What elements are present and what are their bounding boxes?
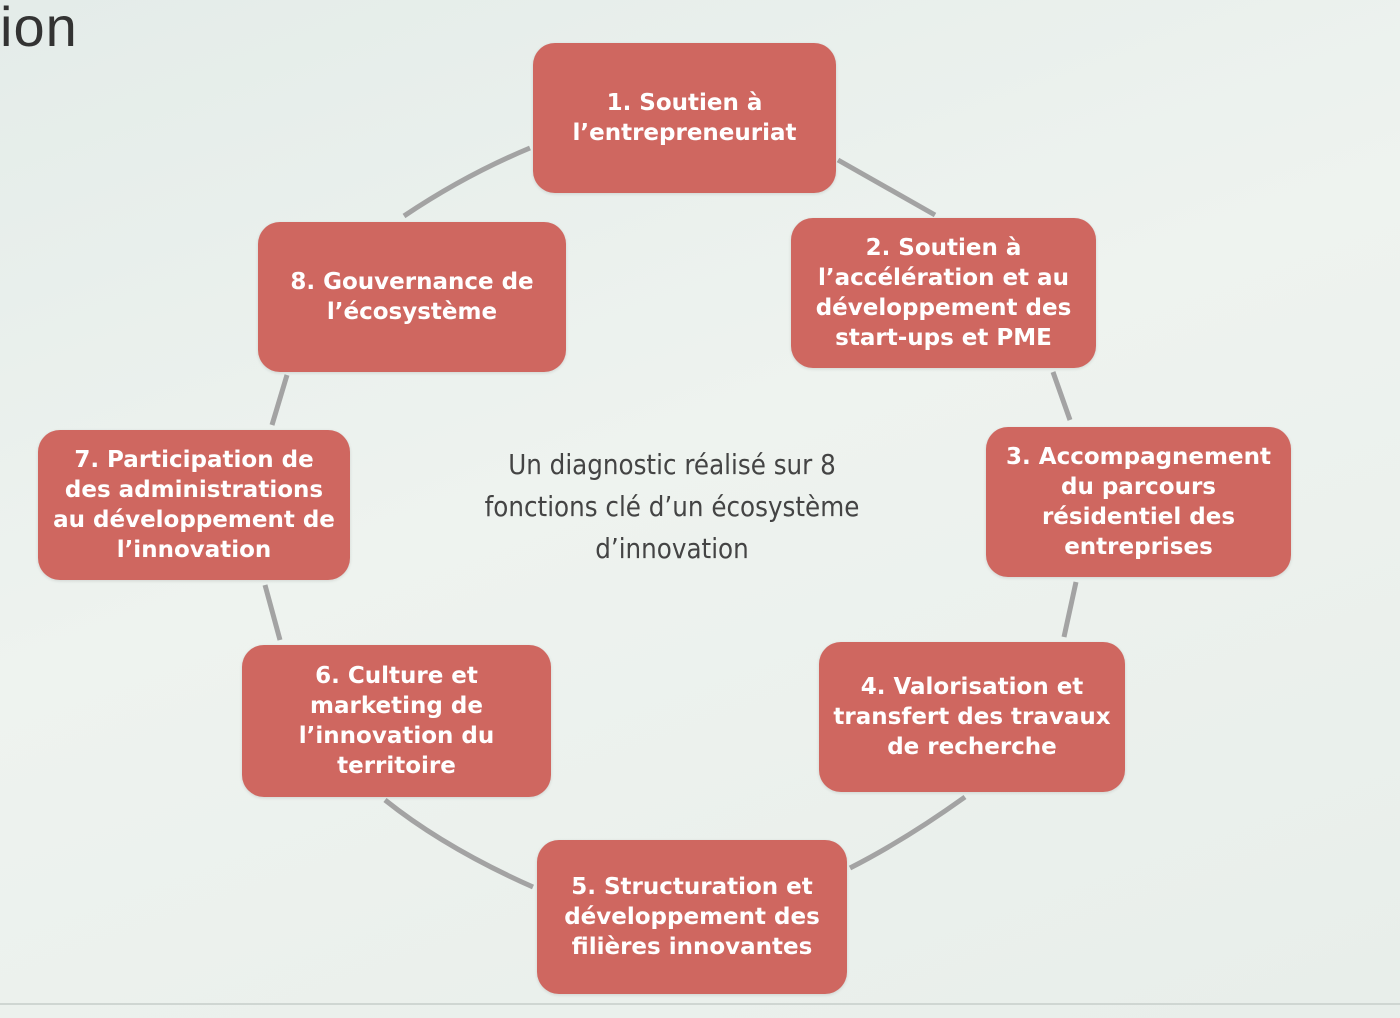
function-node-1-entrepreneurship: 1. Soutien à l’entrepreneuriat <box>533 43 836 193</box>
function-node-label: 2. Soutien à l’accélération et au dévelo… <box>815 235 1072 351</box>
function-node-2-acceleration: 2. Soutien à l’accélération et au dévelo… <box>791 218 1096 368</box>
connector-arc-2-3 <box>1050 371 1073 421</box>
function-node-label: 1. Soutien à l’entrepreneuriat <box>572 90 797 146</box>
function-node-label: 8. Gouvernance de l’écosystème <box>290 269 534 325</box>
function-node-label: 7. Participation de des administrations … <box>53 447 335 563</box>
connector-arc-3-4 <box>1061 581 1079 638</box>
function-node-6-culture-marketing: 6. Culture et marketing de l’innovation … <box>242 645 551 797</box>
connector-arc-4-5 <box>848 794 967 871</box>
connector-arc-1-2 <box>836 157 937 218</box>
function-node-label: 4. Valorisation et transfert des travaux… <box>833 674 1111 760</box>
function-node-label: 6. Culture et marketing de l’innovation … <box>298 663 495 779</box>
function-node-3-residential-path: 3. Accompagnement du parcours résidentie… <box>986 427 1291 577</box>
function-node-8-governance: 8. Gouvernance de l’écosystème <box>258 222 566 372</box>
connector-arc-7-8 <box>269 374 290 426</box>
connector-arc-6-7 <box>262 584 283 641</box>
connector-arc-5-6 <box>383 798 535 890</box>
slide-title-fragment: ion <box>0 0 78 58</box>
function-node-label: 3. Accompagnement du parcours résidentie… <box>1006 444 1271 560</box>
connector-arc-8-1 <box>402 145 531 219</box>
function-node-4-research-transfer: 4. Valorisation et transfert des travaux… <box>819 642 1125 792</box>
function-node-7-administrations: 7. Participation de des administrations … <box>38 430 350 580</box>
function-node-5-innovative-sectors: 5. Structuration et développement des fi… <box>537 840 847 994</box>
function-node-label: 5. Structuration et développement des fi… <box>564 874 820 960</box>
diagram-center-text: Un diagnostic réalisé sur 8 fonctions cl… <box>484 448 860 565</box>
slide-bottom-divider <box>0 1003 1400 1005</box>
